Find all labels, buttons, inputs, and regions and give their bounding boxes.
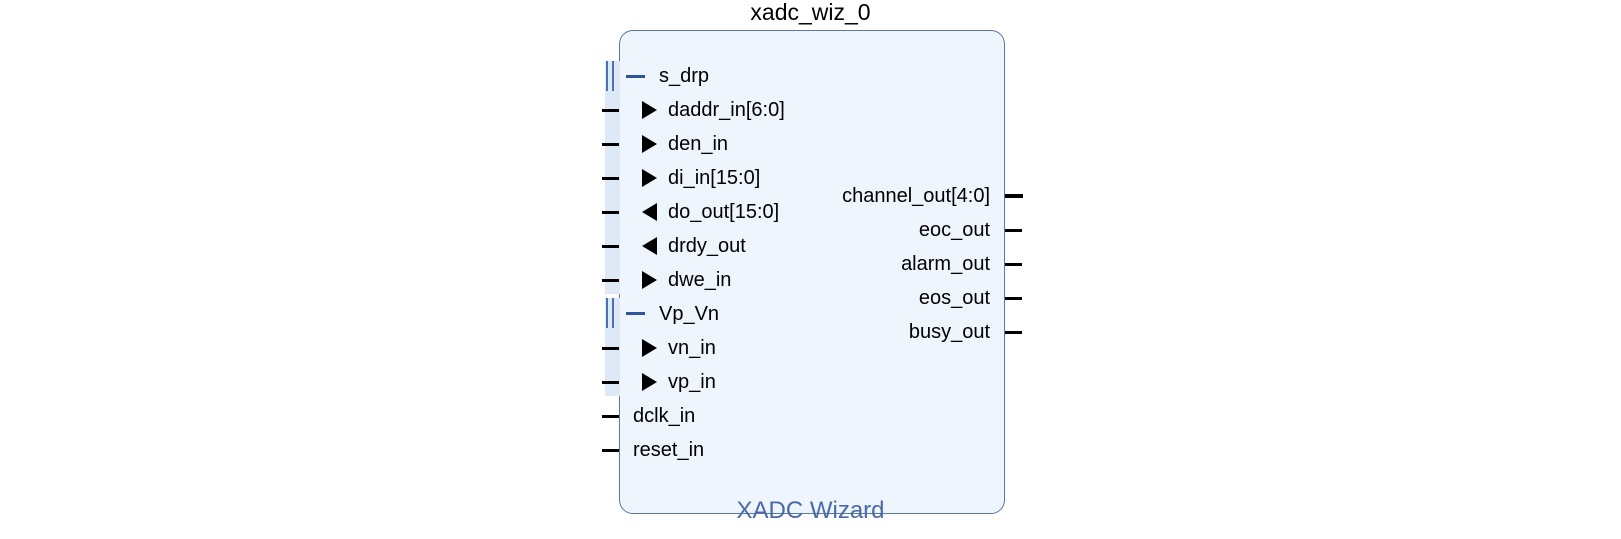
vp-vn-interface-label: Vp_Vn xyxy=(659,303,720,325)
daddr-in-pin[interactable] xyxy=(602,109,619,112)
vp-vn-interface-bus-icon[interactable] xyxy=(606,298,617,328)
channel-out-pin[interactable] xyxy=(1005,194,1023,198)
output-arrow-icon xyxy=(642,237,657,255)
vn-in-pin[interactable] xyxy=(602,347,619,350)
vp-in-pin[interactable] xyxy=(602,381,619,384)
dwe-in-label: dwe_in xyxy=(668,269,732,291)
alarm-out-pin[interactable] xyxy=(1005,263,1022,266)
input-arrow-icon xyxy=(642,271,657,289)
input-arrow-icon xyxy=(642,169,657,187)
input-arrow-icon xyxy=(642,101,657,119)
instance-name: xadc_wiz_0 xyxy=(750,0,871,25)
do-out-label: do_out[15:0] xyxy=(668,201,780,223)
ip-block[interactable] xyxy=(619,30,1005,514)
dwe-in-pin[interactable] xyxy=(602,279,619,282)
alarm-out-label: alarm_out xyxy=(901,253,990,275)
dclk-in-pin[interactable] xyxy=(602,415,619,418)
busy-out-pin[interactable] xyxy=(1005,331,1022,334)
channel-out-label: channel_out[4:0] xyxy=(842,185,990,207)
vn-in-label: vn_in xyxy=(668,337,716,359)
vp-in-label: vp_in xyxy=(668,371,716,393)
vp-vn-collapse-icon[interactable] xyxy=(626,312,645,315)
s-drp-interface-label: s_drp xyxy=(659,65,710,87)
eoc-out-pin[interactable] xyxy=(1005,229,1022,232)
daddr-in-label: daddr_in[6:0] xyxy=(668,99,785,121)
busy-out-label: busy_out xyxy=(908,321,990,343)
block-type-label: XADC Wizard xyxy=(736,497,885,524)
reset-in-pin[interactable] xyxy=(602,449,619,452)
di-in-pin[interactable] xyxy=(602,177,619,180)
s-drp-interface-bus-icon[interactable] xyxy=(606,61,617,91)
input-arrow-icon xyxy=(642,135,657,153)
do-out-pin[interactable] xyxy=(602,211,619,214)
input-arrow-icon xyxy=(642,373,657,391)
di-in-label: di_in[15:0] xyxy=(668,167,761,189)
den-in-label: den_in xyxy=(668,133,729,155)
eos-out-label: eos_out xyxy=(918,287,990,309)
eoc-out-label: eoc_out xyxy=(918,219,990,241)
eos-out-pin[interactable] xyxy=(1005,297,1022,300)
input-arrow-icon xyxy=(642,339,657,357)
s-drp-collapse-icon[interactable] xyxy=(626,75,645,78)
dclk-in-label: dclk_in xyxy=(633,405,696,427)
output-arrow-icon xyxy=(642,203,657,221)
den-in-pin[interactable] xyxy=(602,143,619,146)
drdy-out-label: drdy_out xyxy=(668,235,746,257)
drdy-out-pin[interactable] xyxy=(602,245,619,248)
reset-in-label: reset_in xyxy=(633,439,705,461)
